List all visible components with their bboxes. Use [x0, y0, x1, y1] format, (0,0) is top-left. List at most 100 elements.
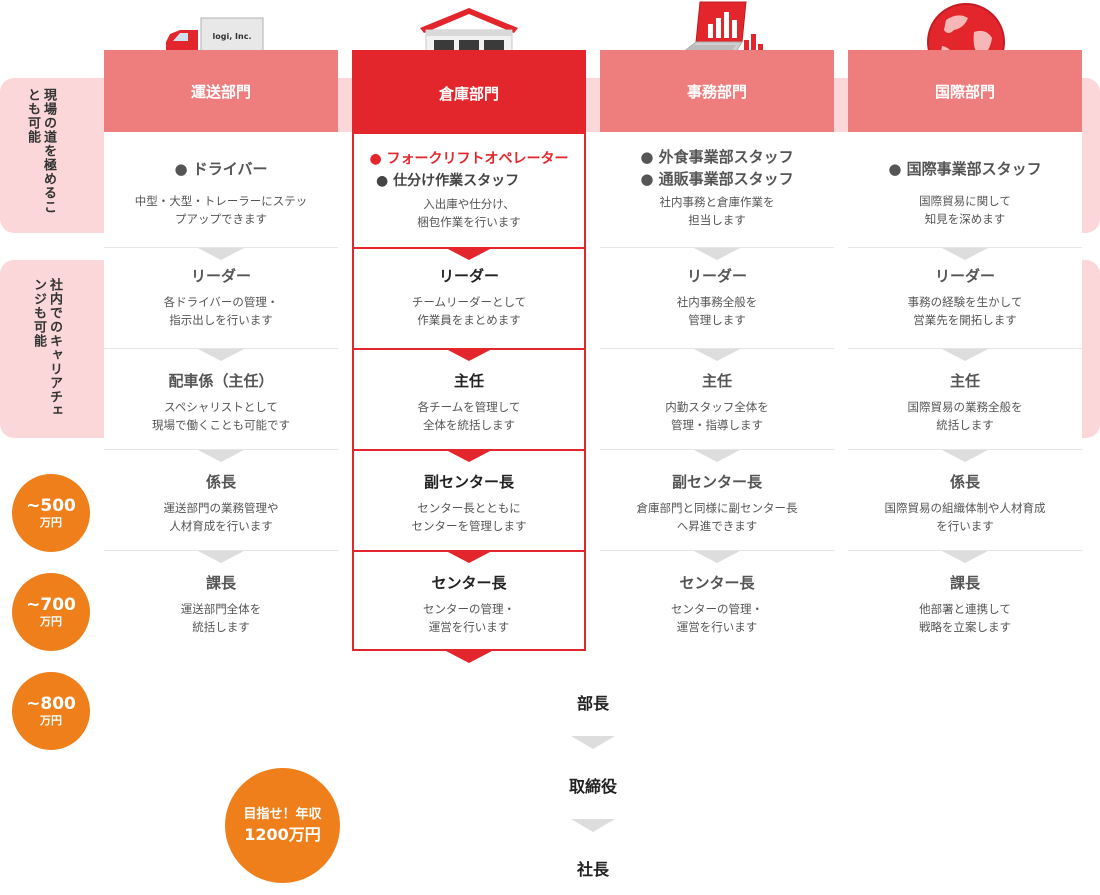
- bullet-item: ● 外食事業部スタッフ: [640, 148, 794, 166]
- stage-cell: 主任 各チームを管理して全体を統括します: [354, 370, 584, 434]
- stage-desc: 内勤スタッフ全体を管理・指導します: [600, 398, 834, 434]
- column-office: 事務部門 ● 外食事業部スタッフ ● 通販事業部スタッフ 社内事務と倉庫作業を担…: [600, 50, 834, 651]
- exec-arrow: [571, 819, 615, 832]
- stage-title: 主任: [949, 372, 980, 390]
- entry-cell: ● ドライバー 中型・大型・トレーラーにステップアップできます: [104, 158, 338, 228]
- salary-unit: 万円: [40, 713, 62, 727]
- stage-cell: リーダー 事務の経験を生かして営業先を開拓します: [848, 265, 1082, 329]
- desc-line: 現場で働くことも可能です: [152, 418, 290, 432]
- stage-cell: 副センター長 倉庫部門と同様に副センター長へ昇進できます: [600, 471, 834, 535]
- salary-amount: ~700: [26, 594, 76, 615]
- stage-title: 課長: [205, 574, 236, 592]
- entry-desc: 中型・大型・トレーラーにステップアップできます: [104, 192, 338, 228]
- stage-arrow: [694, 450, 740, 462]
- desc-line: 知見を深めます: [924, 212, 1006, 226]
- stage-divider: [354, 348, 584, 350]
- stage-divider: [600, 348, 834, 349]
- truck-logo-text: logi, Inc.: [213, 32, 252, 41]
- goal-line1: 目指せ！年収: [243, 806, 322, 822]
- desc-line: 各ドライバーの管理・: [163, 295, 279, 309]
- bullet-item: ● 通販事業部スタッフ: [640, 170, 794, 188]
- stage-divider: [848, 449, 1082, 450]
- stage-divider: [104, 247, 338, 248]
- desc-line: 運送部門全体を: [180, 602, 262, 616]
- column-title: 運送部門: [104, 50, 338, 132]
- warehouse-exit-arrow: [446, 651, 492, 663]
- stage-desc: 倉庫部門と同様に副センター長へ昇進できます: [600, 499, 834, 535]
- stage-cell: リーダー 社内事務全般を管理します: [600, 265, 834, 329]
- stage-divider: [600, 449, 834, 450]
- desc-line: 全体を統括します: [423, 418, 515, 432]
- stage-cell: センター長 センターの管理・運営を行います: [354, 572, 584, 636]
- stage-cell: 係長 国際貿易の組織体制や人材育成を行います: [848, 471, 1082, 535]
- stage-arrow: [198, 450, 244, 462]
- salary-circle: ~500 万円: [12, 474, 90, 552]
- stage-divider: [354, 550, 584, 552]
- desc-line: センターを管理します: [411, 519, 527, 533]
- goal-salary-circle: 目指せ！年収 1200万円: [225, 768, 340, 883]
- band-gap: [834, 132, 848, 234]
- desc-line: 指示出しを行います: [169, 313, 273, 327]
- stage-cell: 係長 運送部門の業務管理や人材育成を行います: [104, 471, 338, 535]
- stage-desc: 各ドライバーの管理・指示出しを行います: [104, 293, 338, 329]
- stage-desc: 各チームを管理して全体を統括します: [354, 398, 584, 434]
- column-warehouse: 倉庫部門 ● フォークリフトオペレーター ● 仕分け作業スタッフ 入出庫や仕分け…: [352, 50, 586, 651]
- bullet-text: 外食事業部スタッフ: [658, 148, 794, 166]
- desc-line: 国際貿易の業務全般を: [907, 400, 1023, 414]
- desc-line: へ昇進できます: [676, 519, 758, 533]
- salary-unit: 万円: [40, 515, 62, 529]
- stage-arrow: [694, 349, 740, 361]
- desc-line: 営業先を開拓します: [913, 313, 1017, 327]
- entry-desc: 社内事務と倉庫作業を担当します: [600, 193, 834, 229]
- desc-line: プアップできます: [175, 212, 267, 226]
- stage-cell: 主任 国際貿易の業務全般を統括します: [848, 370, 1082, 434]
- band-gap: [586, 132, 600, 234]
- stage-divider: [104, 348, 338, 349]
- stage-arrow: [942, 349, 988, 361]
- stage-divider: [600, 550, 834, 551]
- desc-line: 統括します: [936, 418, 994, 432]
- stage-cell: 課長 他部署と連携して戦略を立案します: [848, 572, 1082, 636]
- column-title: 事務部門: [600, 50, 834, 132]
- stage-desc: 事務の経験を生かして営業先を開拓します: [848, 293, 1082, 329]
- stage-title: 配車係（主任）: [168, 372, 274, 390]
- desc-line: センター長とともに: [417, 501, 521, 515]
- stage-desc: 運送部門の業務管理や人材育成を行います: [104, 499, 338, 535]
- stage-divider: [354, 247, 584, 249]
- desc-line: 社内事務全般を: [676, 295, 758, 309]
- stage-cell: 課長 運送部門全体を統括します: [104, 572, 338, 636]
- desc-line: 管理します: [688, 313, 746, 327]
- stage-arrow: [446, 349, 492, 361]
- stage-title: 係長: [205, 473, 236, 491]
- stage-cell: 主任 内勤スタッフ全体を管理・指導します: [600, 370, 834, 434]
- stage-desc: 他部署と連携して戦略を立案します: [848, 600, 1082, 636]
- band-gap: [338, 132, 352, 234]
- desc-line: センターの管理・: [423, 602, 515, 616]
- entry-cell: ● フォークリフトオペレーター ● 仕分け作業スタッフ 入出庫や仕分け、梱包作業…: [354, 148, 584, 231]
- column-title: 国際部門: [848, 50, 1082, 132]
- column-transport: 運送部門 ● ドライバー 中型・大型・トレーラーにステップアップできます リーダ…: [104, 50, 338, 651]
- desc-line: 他部署と連携して: [919, 602, 1011, 616]
- stage-title: リーダー: [438, 267, 499, 285]
- bullet-text: フォークリフトオペレーター: [386, 151, 569, 167]
- desc-line: 倉庫部門と同様に副センター長: [636, 501, 798, 515]
- desc-line: 事務の経験を生かして: [907, 295, 1023, 309]
- stage-divider: [354, 449, 584, 451]
- stage-desc: センター長とともにセンターを管理します: [354, 499, 584, 535]
- desc-line: 梱包作業を行います: [417, 215, 521, 229]
- stage-arrow: [694, 551, 740, 563]
- exec-director: 取締役: [568, 777, 617, 796]
- stage-title: リーダー: [686, 267, 747, 285]
- exec-general-manager: 部長: [576, 694, 609, 713]
- desc-line: センターの管理・: [671, 602, 763, 616]
- desc-line: 戦略を立案します: [919, 620, 1011, 634]
- stage-arrow: [694, 248, 740, 260]
- entry-desc: 国際貿易に関して知見を深めます: [848, 192, 1082, 228]
- desc-line: 管理・指導します: [671, 418, 763, 432]
- stage-title: センター長: [431, 574, 507, 592]
- desc-line: 社内事務と倉庫作業を: [659, 195, 775, 209]
- stage-arrow: [446, 248, 492, 260]
- stage-title: 主任: [453, 372, 484, 390]
- stage-desc: センターの管理・運営を行います: [354, 600, 584, 636]
- stage-title: 副センター長: [423, 473, 514, 491]
